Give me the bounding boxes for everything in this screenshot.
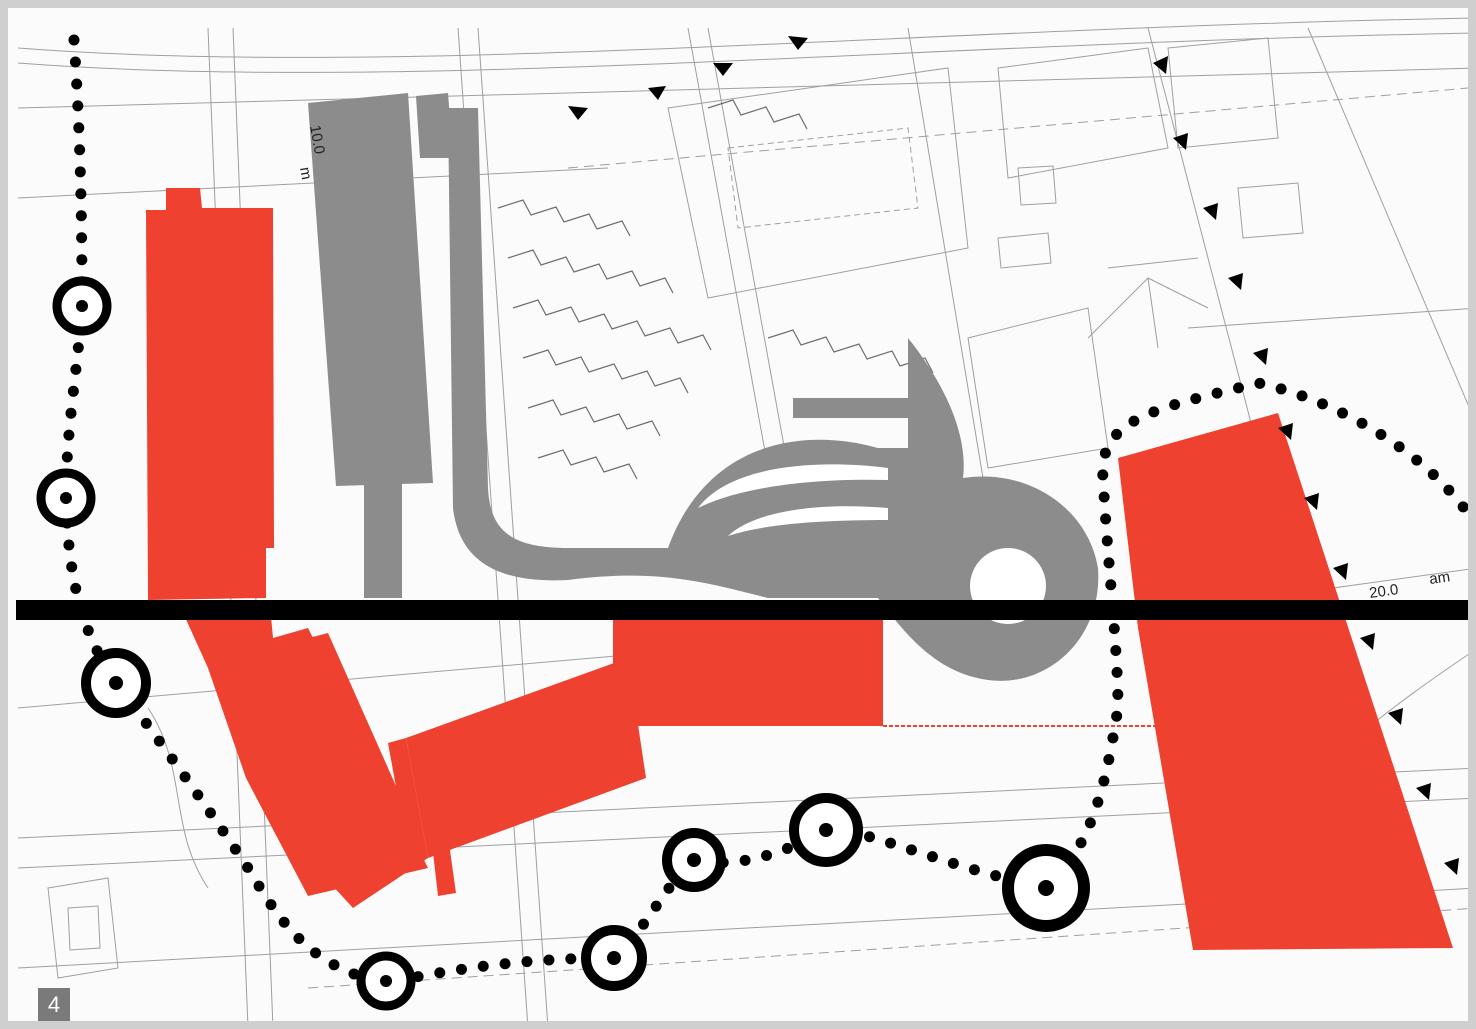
thick-axis-line <box>16 600 1468 620</box>
red-buildings <box>146 188 1453 950</box>
site-plan-map: 10.0 m 20.0 am <box>16 17 1468 1021</box>
row-houses-drawing <box>497 99 934 480</box>
dimension-label-right: 20.0 <box>1368 581 1399 602</box>
ring-node <box>81 648 151 718</box>
dimension-unit-top: m <box>296 166 315 181</box>
ring-node <box>581 925 647 991</box>
dimension-unit-right: am <box>1428 568 1451 588</box>
dimension-label-top: 10.0 <box>306 124 328 156</box>
ring-node <box>36 468 96 528</box>
gray-road-and-buildings <box>308 93 1099 681</box>
ring-node <box>1002 844 1090 932</box>
ring-node <box>356 951 416 1011</box>
figure-number-badge: 4 <box>38 988 70 1021</box>
path-nodes <box>36 276 1090 1011</box>
dotted-walking-path <box>60 34 1468 989</box>
boundary-triangle-markers <box>568 36 1459 875</box>
ring-node <box>52 276 112 336</box>
ring-node <box>789 793 863 867</box>
ring-node <box>662 828 726 892</box>
